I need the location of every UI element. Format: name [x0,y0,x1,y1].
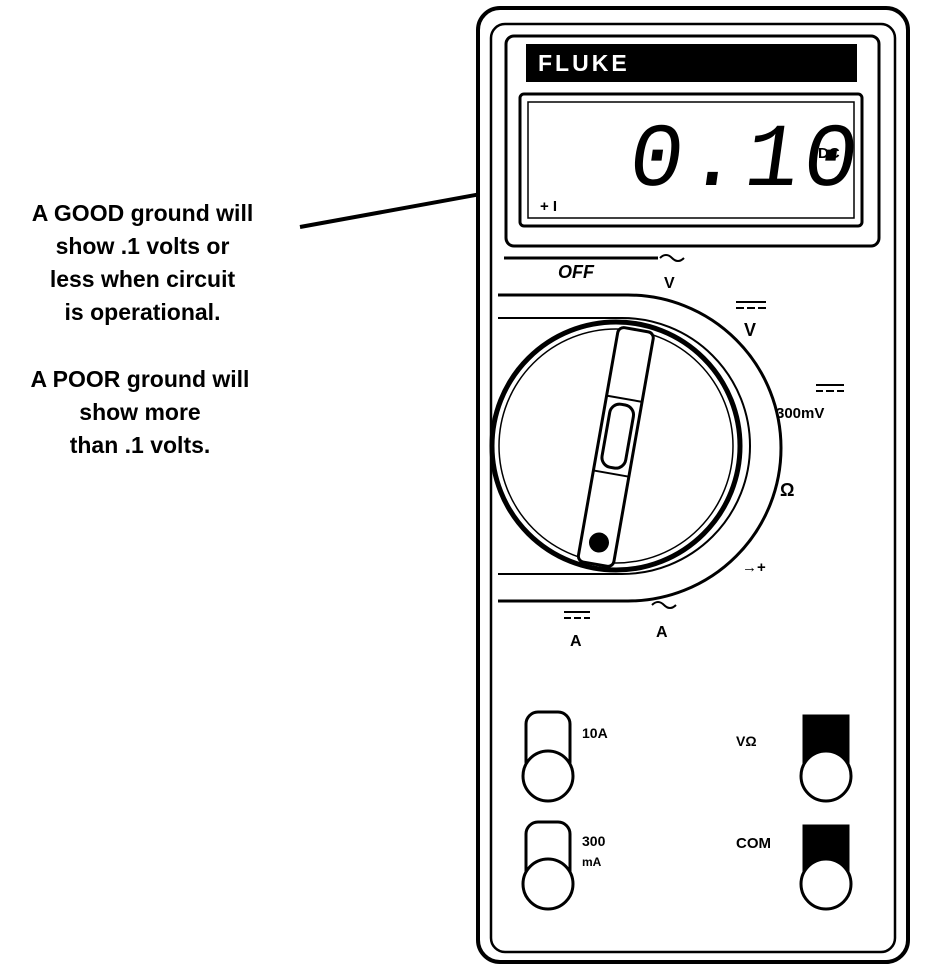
dial-position-a-dc[interactable]: A [564,611,590,650]
brand-logo: FLUKE [538,50,630,76]
dial-position-v-ac[interactable]: V [659,254,685,292]
dial-position-ohms[interactable]: Ω [780,480,794,500]
jack-300ma[interactable] [521,820,575,911]
rotary-knob[interactable] [489,319,743,573]
jack-volts-ohms[interactable] [799,714,853,803]
jack-label-com: COM [736,835,771,852]
good-ground-note: A GOOD ground will show .1 volts or less… [31,200,254,325]
lcd-reading: 0.10 [622,111,868,213]
off-label: OFF [558,262,595,282]
lcd-indicator: + I [540,198,557,215]
dial-position-diode[interactable]: →+ [742,559,766,576]
dc-symbol-icon [736,301,766,309]
ac-wave-icon [659,254,685,262]
lcd-display [518,92,864,228]
dial-label-a-ac: A [656,624,668,641]
jack-10a[interactable] [521,710,575,803]
diode-icon: →+ [742,559,766,576]
dial-position-v-dc[interactable]: V [736,301,766,340]
lcd-unit-label: DC [818,145,840,162]
jack-label-300: 300 [582,833,606,849]
poor-ground-note: A POOR ground will show more than .1 vol… [30,366,250,458]
dial-label-v-ac: V [664,275,675,292]
dial-label-a-dc: A [570,633,582,650]
ohm-icon: Ω [780,480,794,500]
ac-wave-icon [651,601,677,609]
jack-label-10a: 10A [582,725,608,741]
dc-symbol-icon [564,611,590,619]
dc-symbol-icon [816,384,844,392]
brand-strip [526,44,857,82]
dial-position-a-ac[interactable]: A [651,601,677,641]
jack-com[interactable] [799,824,853,911]
dial-track [498,293,783,603]
knob-pointer [576,326,655,568]
display-housing [504,34,881,248]
dial-label-300mv: 300mV [776,405,824,422]
jack-label-ma: mA [582,855,602,869]
dial-label-v-dc: V [744,320,756,340]
jack-label-volts-ohms: VΩ [736,733,757,749]
dial-position-300mv[interactable]: 300mV [776,384,844,422]
